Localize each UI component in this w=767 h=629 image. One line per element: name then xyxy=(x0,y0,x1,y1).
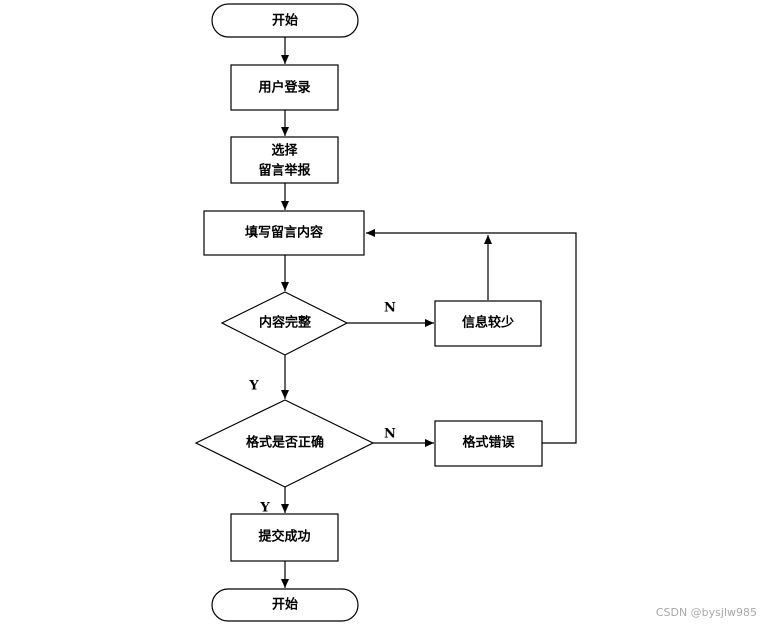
edge-label-no-format: N xyxy=(384,427,396,442)
format-correct-label: 格式是否正确 xyxy=(246,435,324,451)
fill-message-label: 填写留言内容 xyxy=(245,225,323,241)
submit-success-label: 提交成功 xyxy=(258,529,310,545)
format-error-box xyxy=(434,420,543,467)
content-complete-decision xyxy=(220,291,349,356)
start-label: 开始 xyxy=(272,13,298,29)
edge-label-yes-complete: Y xyxy=(248,379,259,394)
format-correct-decision xyxy=(194,399,375,488)
login-label: 用户登录 xyxy=(257,80,310,96)
login-box xyxy=(230,64,339,111)
submit-success-box xyxy=(230,513,339,562)
edge-error-fill xyxy=(366,229,577,444)
edge-label-yes-format: Y xyxy=(259,501,270,516)
select-label-line2: 留言举报 xyxy=(258,163,311,179)
select-report-box xyxy=(230,136,339,184)
end-terminator xyxy=(211,588,359,622)
fill-message-box xyxy=(203,210,365,256)
watermark-text: CSDN @bysjlw985 xyxy=(656,606,757,619)
info-less-label: 信息较少 xyxy=(462,315,514,331)
content-complete-label: 内容完整 xyxy=(259,315,312,331)
format-error-label: 格式错误 xyxy=(462,435,515,451)
select-label-line1: 选择 xyxy=(271,143,298,159)
end-label: 开始 xyxy=(272,597,298,613)
info-less-box xyxy=(434,300,542,347)
start-terminator xyxy=(211,3,359,38)
edge-label-no-complete: N xyxy=(384,301,396,316)
